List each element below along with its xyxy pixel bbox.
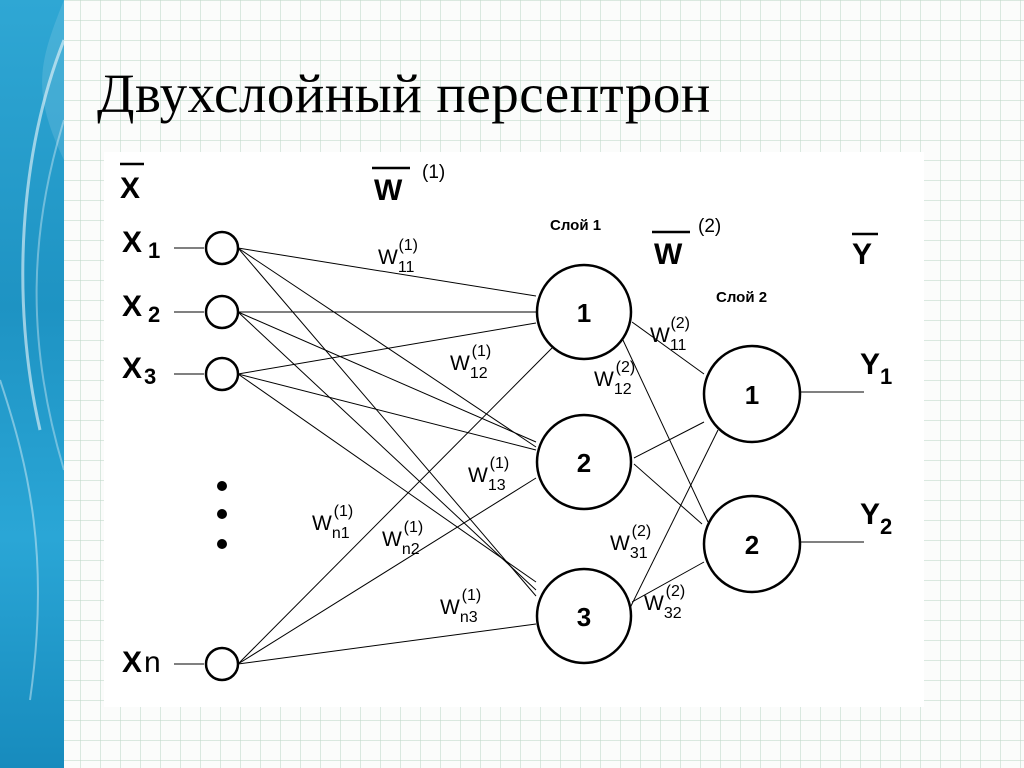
weight-label-wn1-1: Wn1(1) bbox=[312, 503, 353, 542]
perceptron-diagram: 1 2 3 1 2 X W (1) W (2) Y Слой 1 Слой 2 … bbox=[104, 152, 924, 707]
ellipsis-dot bbox=[217, 539, 227, 549]
weight-label-w32-2: W32(2) bbox=[644, 583, 685, 622]
output-node-1 bbox=[702, 344, 802, 444]
output-label-2: Y2 bbox=[860, 498, 892, 539]
y-vector-label: Y bbox=[852, 238, 872, 271]
weight-label-w31-2: W31(2) bbox=[610, 523, 651, 562]
layer2-connections bbox=[621, 321, 719, 609]
weight-label-w12-2: W12(2) bbox=[594, 359, 635, 398]
output-node-2 bbox=[702, 494, 802, 594]
x-vector-label: X bbox=[120, 172, 140, 205]
io-lines bbox=[174, 247, 864, 665]
weight-label-wn2-1: Wn2(1) bbox=[382, 519, 423, 558]
input-node-3 bbox=[204, 356, 240, 392]
hidden-node-3 bbox=[535, 567, 633, 665]
input-label-n: Xn bbox=[122, 646, 161, 679]
w2-vector-label: W bbox=[654, 238, 683, 271]
input-label-3: X3 bbox=[122, 352, 156, 389]
ellipsis-dot bbox=[217, 509, 227, 519]
hidden-node-3-label: 3 bbox=[577, 602, 591, 632]
hidden-node-2 bbox=[535, 413, 633, 511]
hidden-node-1 bbox=[535, 263, 633, 361]
output-node-1-label: 1 bbox=[745, 380, 759, 410]
slide-title: Двухслойный персептрон bbox=[97, 63, 711, 124]
w1-vector-sup: (1) bbox=[422, 162, 445, 183]
layer2-label: Слой 2 bbox=[716, 289, 767, 306]
hidden-node-2-label: 2 bbox=[577, 448, 591, 478]
perceptron-svg: 1 2 3 1 2 X W (1) W (2) Y Слой 1 Слой 2 … bbox=[120, 162, 892, 682]
input-node-n bbox=[204, 646, 240, 682]
w2-vector-sup: (2) bbox=[698, 216, 721, 237]
left-decorative-band bbox=[0, 0, 64, 768]
weight-label-w11-1: W11(1) bbox=[378, 237, 418, 276]
weight-label-w11-2: W11(2) bbox=[650, 315, 690, 354]
output-node-2-label: 2 bbox=[745, 530, 759, 560]
layer1-connections bbox=[237, 247, 555, 665]
weight-label-w12-1: W12(1) bbox=[450, 343, 491, 382]
output-label-1: Y1 bbox=[860, 348, 892, 389]
input-node-1 bbox=[204, 230, 240, 266]
layer1-label: Слой 1 bbox=[550, 217, 601, 234]
w1-vector-label: W bbox=[374, 174, 403, 207]
weight-label-w13-1: W13(1) bbox=[468, 455, 509, 494]
input-node-2 bbox=[204, 294, 240, 330]
weight-label-wn3-1: Wn3(1) bbox=[440, 587, 481, 626]
ellipsis-dot bbox=[217, 481, 227, 491]
band-swoosh-graphic bbox=[0, 0, 64, 701]
hidden-node-1-label: 1 bbox=[577, 298, 591, 328]
